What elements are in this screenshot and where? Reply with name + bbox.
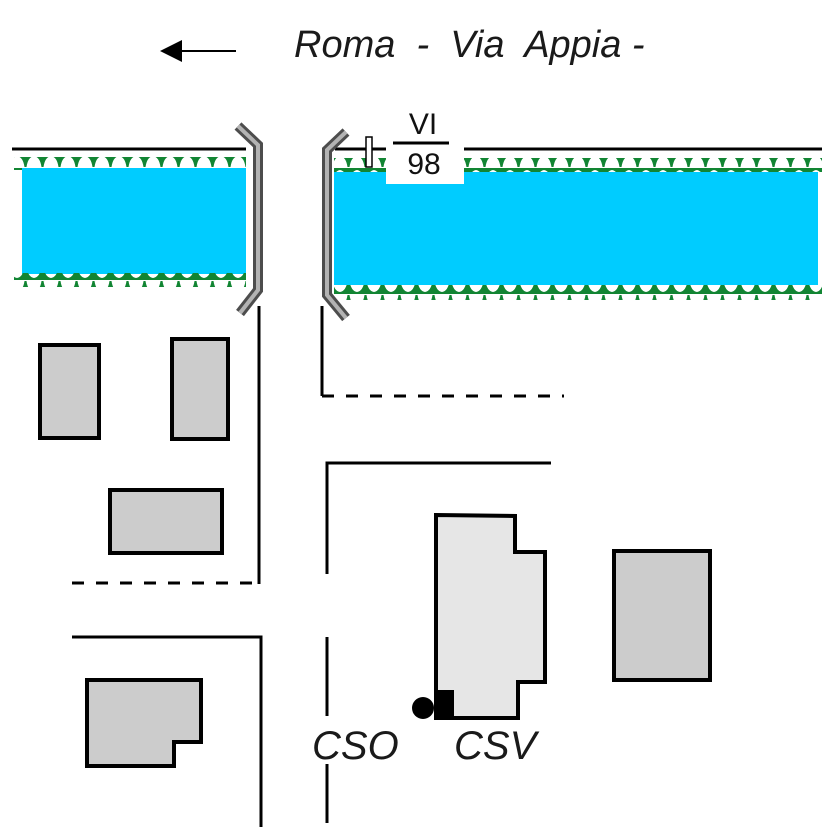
left-arrow-icon [160, 40, 236, 62]
canal-left-segment [12, 147, 246, 287]
csv-label: CSV [454, 724, 540, 768]
csv-square-icon[interactable] [436, 690, 454, 719]
vegetation-strip [14, 157, 246, 170]
canal-water [334, 172, 818, 285]
building [85, 678, 203, 768]
marker-denominator: 98 [407, 148, 440, 181]
roads [72, 306, 564, 827]
vegetation-strip [14, 273, 246, 287]
canal-marker: VI 98 [365, 100, 464, 184]
buildings [38, 337, 712, 768]
marker-numerator: VI [409, 108, 437, 141]
road-edge-line [325, 461, 551, 574]
vegetation-strip [334, 285, 822, 300]
map-title: Roma - Via Appia - [294, 24, 645, 66]
cso-label: CSO [312, 724, 399, 768]
road-edge-line [72, 635, 263, 827]
building [612, 549, 712, 682]
building [38, 343, 101, 440]
marker-post-icon [365, 136, 373, 168]
bridge-parapet-right [322, 128, 350, 322]
building [108, 488, 224, 555]
main-building [434, 512, 547, 720]
building [170, 337, 230, 441]
bridge-parapet-left [234, 122, 263, 317]
cso-circle-icon[interactable] [412, 697, 434, 719]
canal-water [22, 168, 246, 274]
bridge [234, 122, 350, 322]
